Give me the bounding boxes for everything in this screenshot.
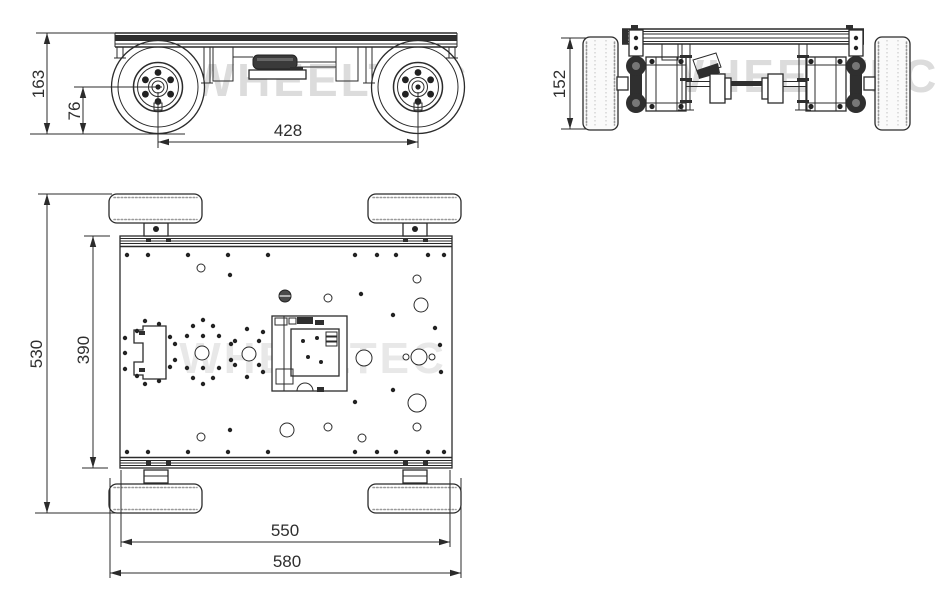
side-motor: [233, 54, 336, 80]
front-left-wheel: [582, 36, 619, 131]
top-screw-head: [278, 289, 292, 303]
side-right-wheel: [370, 39, 466, 135]
dim-wheel-diameter: 152: [550, 37, 586, 130]
dim-overall-length: 580: [109, 478, 462, 578]
front-view-drawing: WHEELTEC: [550, 25, 936, 131]
dim-label-530: 530: [27, 340, 46, 368]
top-wheel-brackets: [143, 222, 428, 484]
top-control-board: [271, 315, 348, 392]
front-top-rail: [622, 25, 864, 45]
dim-label-163: 163: [29, 70, 48, 98]
side-view-drawing: WHEELTEC: [29, 32, 466, 148]
dim-label-550: 550: [271, 521, 299, 540]
front-left-drivetrain: [616, 29, 687, 113]
dim-overall-width: 530: [27, 193, 115, 514]
top-hole-dots: [122, 252, 447, 455]
side-slat-block-right: [335, 46, 359, 82]
dim-frame-length: 550: [120, 470, 451, 547]
dim-label-390: 390: [74, 336, 93, 364]
front-spring: [692, 52, 722, 79]
dim-label-76: 76: [65, 102, 84, 121]
dim-overall-height: 163: [29, 32, 185, 135]
top-wheels: [108, 193, 462, 514]
dim-label-152: 152: [550, 70, 569, 98]
dim-axle-height: 76: [65, 86, 162, 134]
front-posts: [678, 44, 811, 111]
front-right-wheel: [874, 36, 911, 131]
top-hole-circles: [194, 263, 436, 443]
front-slat-block: [661, 43, 679, 61]
side-slat-block-left: [212, 46, 234, 82]
front-right-drivetrain: [805, 29, 876, 113]
dim-label-580: 580: [273, 552, 301, 571]
dim-frame-inner-width: 390: [74, 235, 110, 469]
top-view-drawing: WHEELTEC: [27, 193, 462, 578]
dim-wheelbase: 428: [157, 92, 419, 148]
top-left-connector: [133, 325, 167, 380]
dim-label-428: 428: [274, 121, 302, 140]
front-axle-couplings: [686, 73, 806, 104]
side-posts: [114, 47, 458, 84]
side-top-rail: [114, 32, 458, 48]
